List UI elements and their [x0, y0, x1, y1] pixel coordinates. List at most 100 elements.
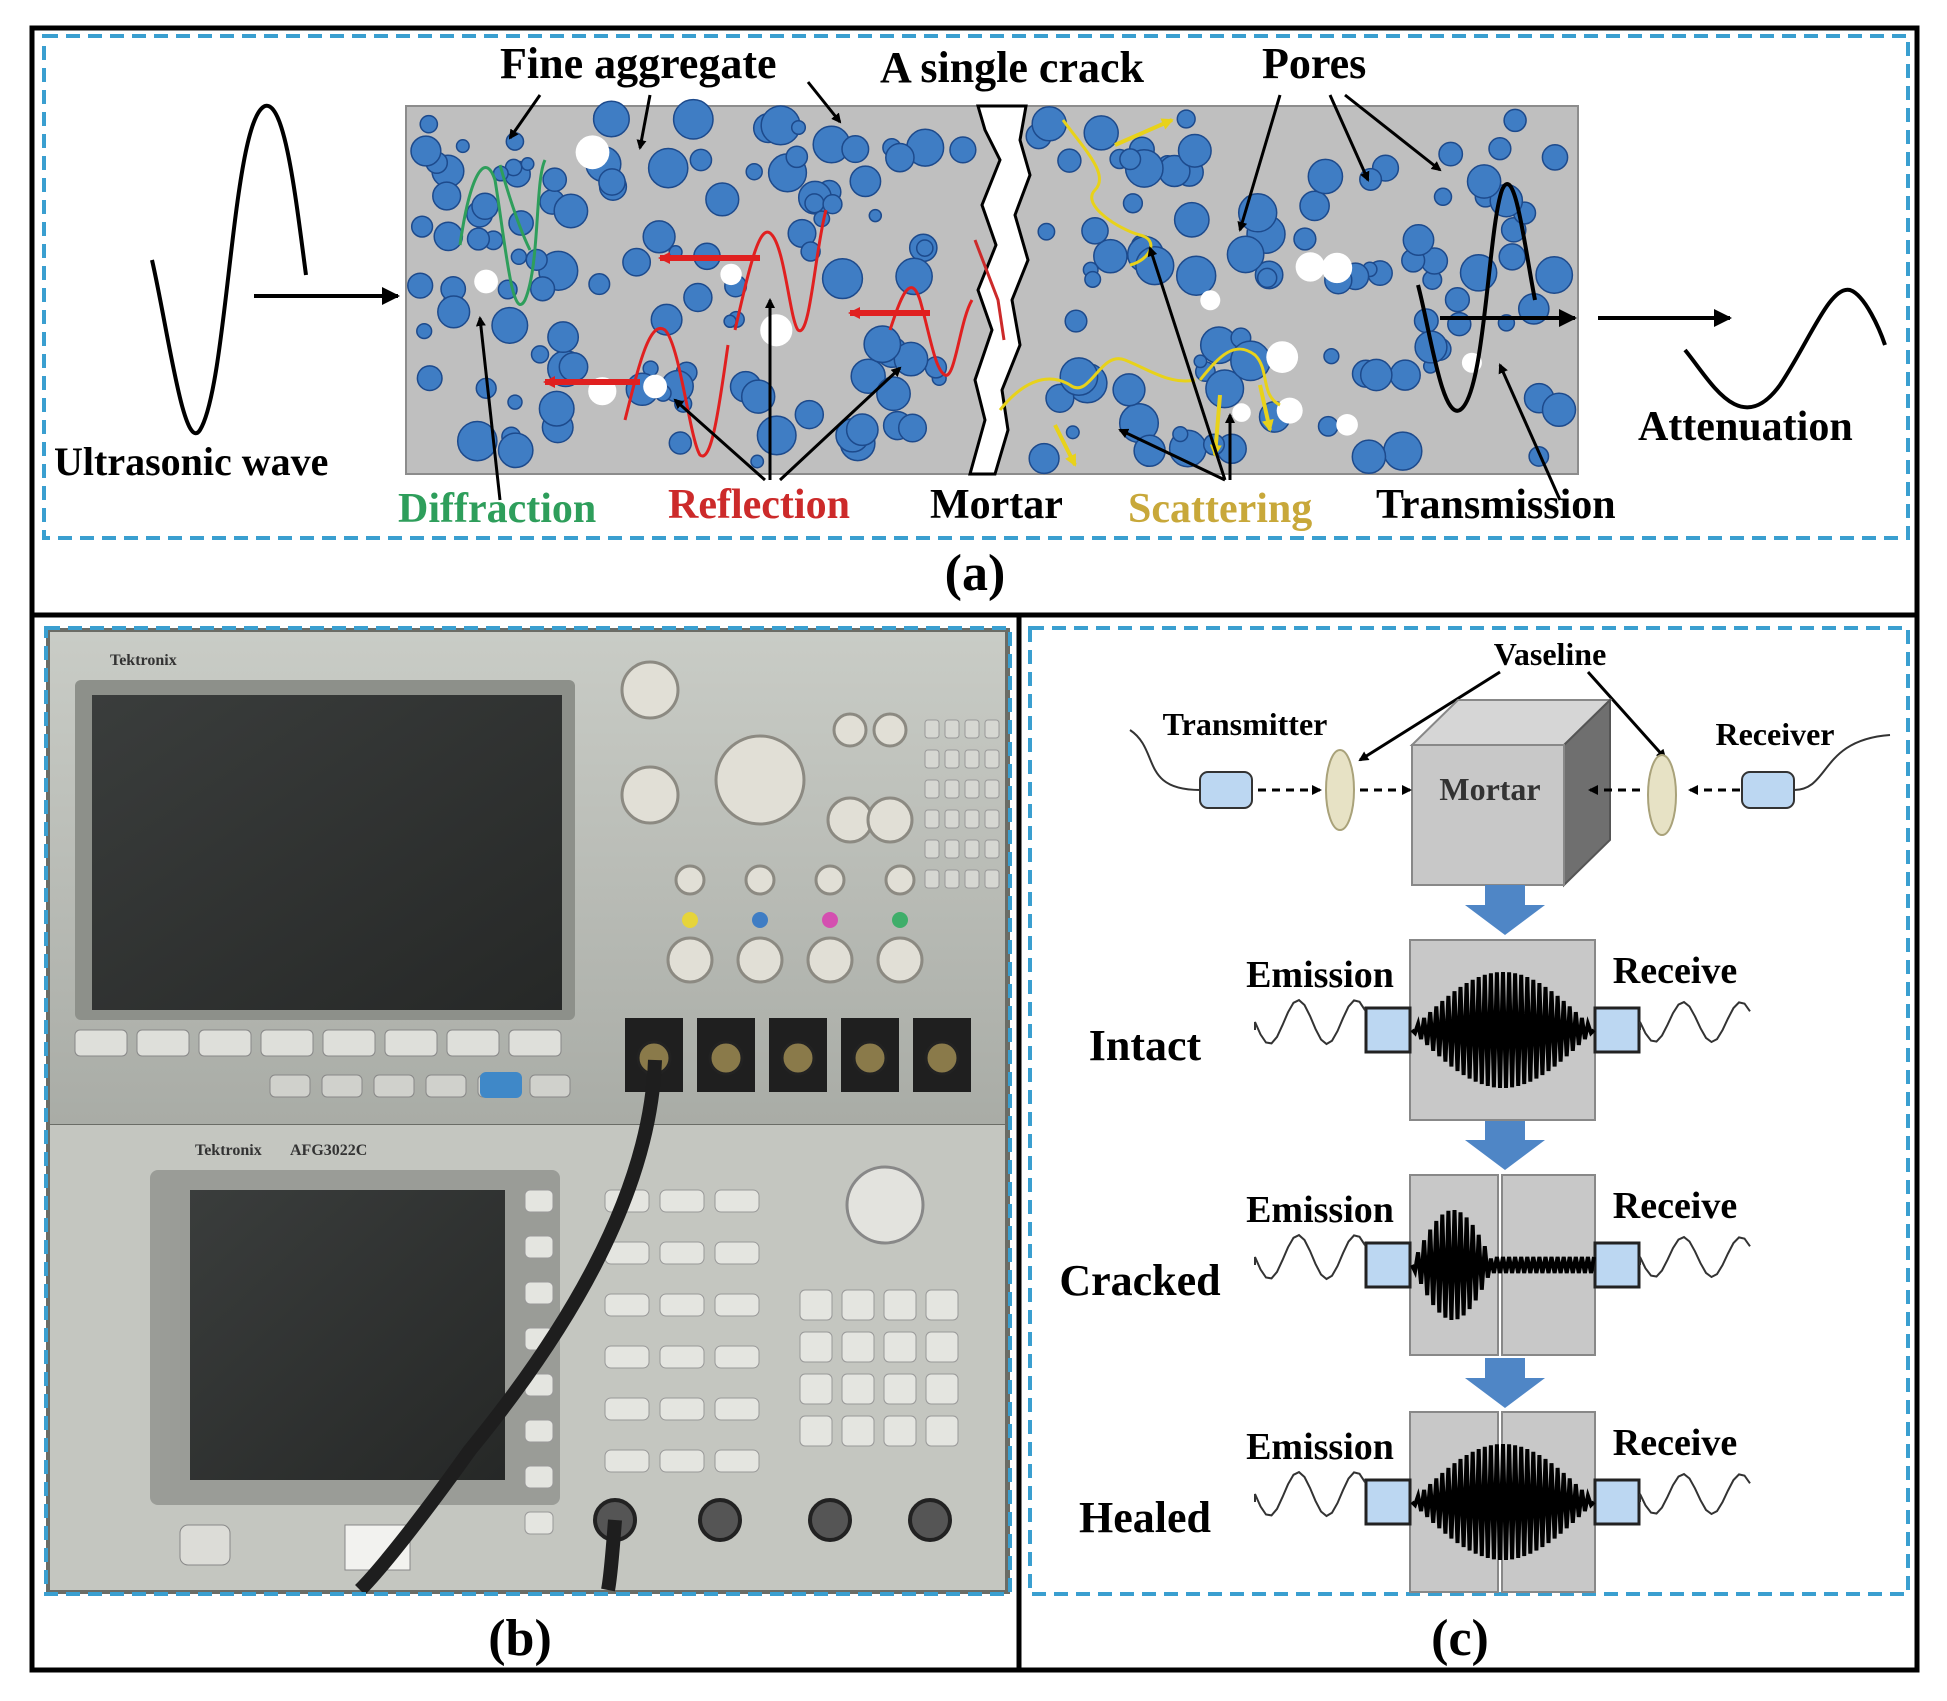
aggregate-particle: [1503, 108, 1527, 133]
receiver-transducer: [1593, 1478, 1641, 1526]
aggregate-particle: [804, 193, 825, 214]
numeric-key: [925, 1373, 959, 1405]
panel-a: Fine aggregate A single crack Pores Ultr…: [42, 34, 1910, 602]
diffraction-wave: [458, 159, 547, 306]
receiver-cable: [1793, 734, 1891, 791]
keypad-key: [984, 719, 1000, 739]
aggregate-particle: [1093, 238, 1128, 274]
aggregate-particle: [1031, 106, 1067, 142]
crack-red-edge: [973, 239, 1006, 341]
aggregate-particle: [410, 135, 442, 167]
knob: [744, 864, 776, 896]
aggregate-particle: [437, 295, 471, 329]
keypad-key: [944, 719, 960, 739]
transmission-wave: [1416, 182, 1537, 413]
front-button: [373, 1074, 415, 1098]
aggregate-particle: [1351, 439, 1387, 475]
side-key: [524, 1465, 554, 1489]
bnc-connector: [780, 1040, 816, 1076]
aggregate-particle: [1037, 222, 1056, 241]
function-key: [714, 1345, 760, 1369]
emitter-transducer: [1364, 1478, 1412, 1526]
knob: [736, 936, 784, 984]
aggregate-particle: [642, 220, 676, 254]
aggregate-particle: [897, 413, 928, 443]
aggregate-particle: [471, 192, 499, 221]
function-key: [604, 1293, 650, 1317]
label-fine-aggregate: Fine aggregate: [500, 39, 777, 88]
numeric-key: [799, 1331, 833, 1363]
oscilloscope-screen: [92, 695, 562, 1010]
aggregate-particle: [885, 142, 915, 173]
numeric-key: [925, 1331, 959, 1363]
state-label: Healed: [1079, 1493, 1211, 1542]
aggregate-particle: [416, 365, 443, 392]
function-key: [659, 1449, 705, 1473]
bnc-cable: [355, 1059, 662, 1595]
aggregate-particle: [491, 306, 529, 344]
function-key: [659, 1189, 705, 1213]
aggregate-particle: [1389, 359, 1421, 391]
vaseline-pointer-right: [1586, 670, 1667, 760]
label-transmission: Transmission: [1376, 482, 1616, 528]
label-mortar-a: Mortar: [930, 482, 1063, 528]
knob: [806, 936, 854, 984]
label-diffraction: Diffraction: [398, 486, 596, 532]
aggregate-particle: [558, 352, 589, 382]
output-connector: [698, 1498, 742, 1542]
aggregate-particle: [538, 390, 575, 427]
knob: [674, 864, 706, 896]
knob: [826, 796, 874, 844]
softkey: [136, 1029, 190, 1057]
aggregate-particle: [1226, 235, 1265, 274]
aggregate-particle: [1383, 431, 1423, 471]
panel-c: Vaseline Transmitter Receiver Mortar Int…: [1028, 626, 1910, 1667]
label-scattering: Scattering: [1128, 486, 1312, 532]
aggregate-particle: [850, 358, 886, 394]
softkey: [384, 1029, 438, 1057]
softkey: [260, 1029, 314, 1057]
side-key: [524, 1419, 554, 1443]
numeric-key: [799, 1373, 833, 1405]
keypad-key: [944, 779, 960, 799]
aggregate-particle: [1173, 201, 1210, 238]
receive-label: Receive: [1613, 1185, 1737, 1227]
aggregate-particle: [750, 454, 765, 469]
knob: [872, 712, 908, 748]
aggregate-particle: [520, 157, 535, 171]
oscilloscope-brand: Tektronix: [110, 652, 177, 669]
label-transmitter: Transmitter: [1163, 706, 1328, 742]
pointer-arrows: [475, 81, 1562, 501]
generator-model: AFG3022C: [290, 1142, 367, 1159]
label-attenuation: Attenuation: [1638, 404, 1853, 450]
aggregate-particle: [1541, 392, 1577, 428]
emitter-transducer: [1364, 1006, 1412, 1054]
channel-indicator: [682, 912, 698, 928]
caption-c: (c): [1431, 1610, 1489, 1667]
side-key: [524, 1189, 554, 1213]
aggregate-particle: [785, 145, 809, 169]
bnc-connector: [852, 1040, 888, 1076]
pore: [1266, 341, 1299, 373]
label-vaseline: Vaseline: [1494, 636, 1607, 672]
knob: [620, 660, 680, 720]
receive-label: Receive: [1613, 1422, 1737, 1464]
side-key: [524, 1281, 554, 1305]
numeric-key: [883, 1331, 917, 1363]
aggregate-particle: [915, 239, 934, 257]
keypad-key: [944, 839, 960, 859]
aggregate-particle: [1402, 224, 1435, 256]
aggregate-particle: [622, 247, 652, 277]
blue-button: [480, 1072, 522, 1098]
aggregate-particle: [845, 413, 879, 447]
keypad-key: [984, 869, 1000, 889]
aggregate-particle: [456, 420, 498, 462]
numeric-key: [841, 1415, 875, 1447]
aggregate-particle: [668, 431, 693, 455]
function-key: [714, 1449, 760, 1473]
pore: [1295, 252, 1326, 282]
aggregate-particle: [507, 394, 523, 410]
knob: [884, 864, 916, 896]
knob: [832, 712, 868, 748]
label-ultrasonic-wave: Ultrasonic wave: [54, 439, 328, 484]
